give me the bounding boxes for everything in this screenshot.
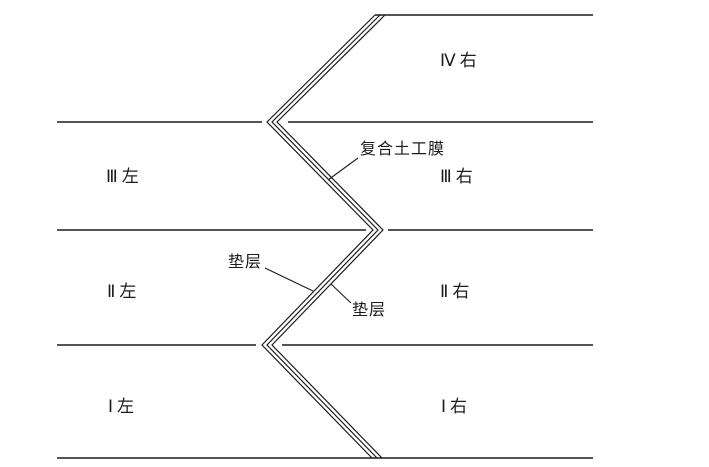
- leader-lines: [264, 157, 359, 304]
- label-stage-ii-right: Ⅱ右: [440, 282, 473, 301]
- cushion-layer-line-outer-right: [271, 14, 386, 459]
- label-stage-iii-right: Ⅲ右: [440, 167, 477, 186]
- label-geomembrane: 复合土工膜: [360, 140, 445, 158]
- label-stage-i-left: Ⅰ左: [108, 397, 138, 416]
- annotation-labels: 复合土工膜 垫层 垫层: [228, 140, 445, 319]
- geomembrane-zigzag: [261, 14, 386, 459]
- cushion-lower-leader-line: [330, 283, 352, 304]
- label-stage-iv-right: Ⅳ右: [440, 51, 481, 70]
- cushion-upper-leader-line: [264, 267, 314, 292]
- cushion-layer-line-outer-left: [261, 14, 376, 459]
- stage-labels: Ⅳ右 Ⅲ左 Ⅲ右 Ⅱ左 Ⅱ右 Ⅰ左 Ⅰ右: [106, 51, 481, 416]
- geomembrane-line-center: [266, 14, 381, 459]
- label-stage-ii-left: Ⅱ左: [107, 282, 140, 301]
- label-cushion-upper: 垫层: [228, 253, 262, 271]
- stage-boundary-lines: [57, 14, 593, 459]
- label-stage-iii-left: Ⅲ左: [106, 167, 143, 186]
- label-cushion-lower: 垫层: [352, 301, 386, 319]
- geomembrane-leader-line: [327, 157, 359, 181]
- label-stage-i-right: Ⅰ右: [441, 397, 471, 416]
